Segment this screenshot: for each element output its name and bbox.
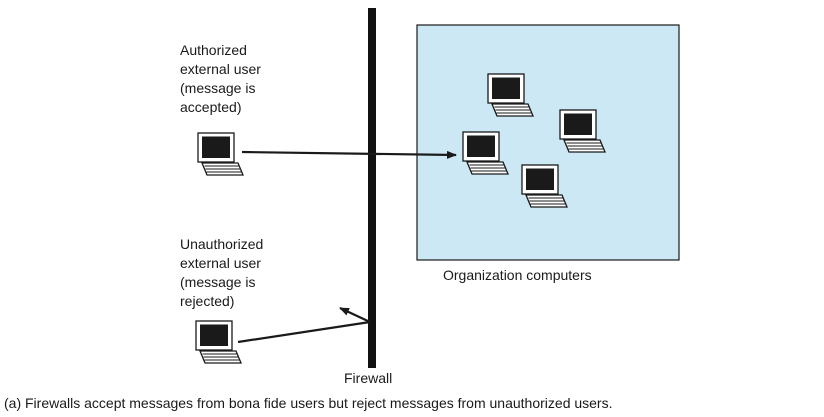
- accepted-message-arrow: [241, 150, 457, 159]
- unauthorized-user-label: Unauthorized external user (message is r…: [180, 236, 264, 309]
- organization-label: Organization computers: [443, 267, 592, 283]
- authorized-user-laptop-icon: [197, 132, 244, 176]
- authorized-user-label: Authorized external user (message is acc…: [180, 42, 261, 115]
- firewall-label: Firewall: [344, 370, 393, 386]
- firewall-wall: [368, 8, 376, 368]
- unauthorized-user-laptop-icon: [195, 320, 242, 364]
- organization-box: [416, 24, 680, 261]
- rejected-message-line: [237, 320, 371, 344]
- rejected-bounce-arrow: [339, 307, 371, 323]
- figure-caption: (a) Firewalls accept messages from bona …: [4, 395, 613, 411]
